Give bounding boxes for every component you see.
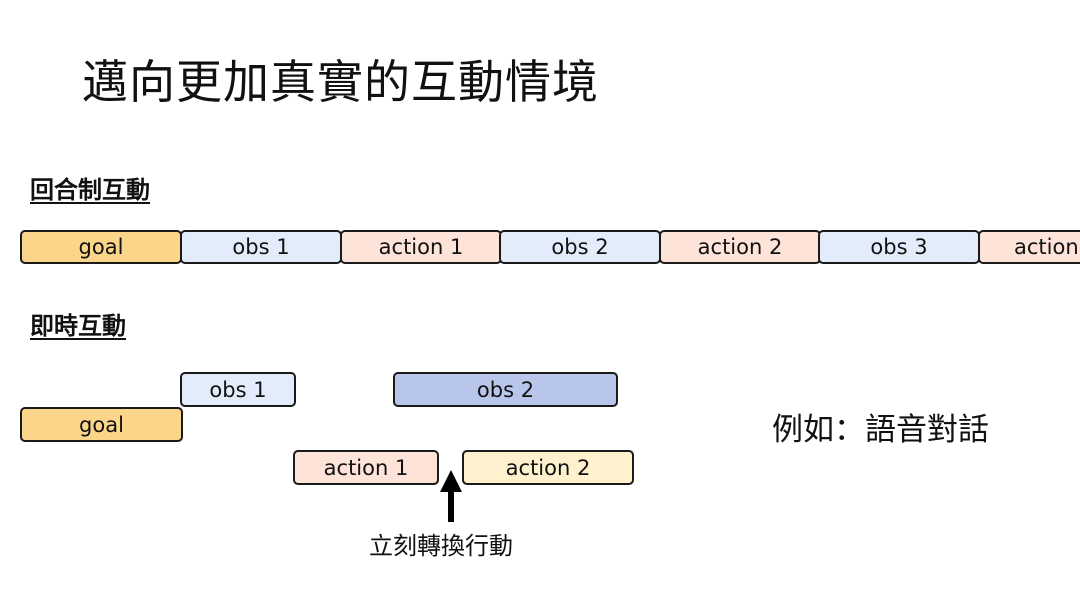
turn-block-label: action bbox=[1014, 235, 1079, 259]
turn-block-label: obs 3 bbox=[870, 235, 928, 259]
turn-block-goal: goal bbox=[20, 230, 182, 264]
arrow-caption: 立刻轉換行動 bbox=[369, 532, 513, 560]
live-block-obs-2: obs 2 bbox=[393, 372, 618, 407]
live-block-action-2: action 2 bbox=[462, 450, 634, 485]
turn-block-label: action 1 bbox=[378, 235, 464, 259]
live-block-label: obs 2 bbox=[476, 377, 535, 402]
live-block-goal: goal bbox=[20, 407, 183, 442]
turn-block-action-2: action 2 bbox=[659, 230, 821, 264]
turn-block-obs-1: obs 1 bbox=[180, 230, 342, 264]
turn-block-label: obs 2 bbox=[551, 235, 609, 259]
turn-block-label: obs 1 bbox=[232, 235, 290, 259]
turn-block-label: goal bbox=[78, 235, 124, 259]
live-block-label: action 1 bbox=[323, 455, 409, 480]
live-block-label: obs 1 bbox=[209, 377, 267, 402]
live-block-label: action 2 bbox=[505, 455, 591, 480]
live-block-obs-1: obs 1 bbox=[180, 372, 296, 407]
example-text: 例如：語音對話 bbox=[772, 412, 989, 448]
live-block-action-1: action 1 bbox=[293, 450, 439, 485]
turn-block-label: action 2 bbox=[697, 235, 783, 259]
arrow-head bbox=[440, 470, 462, 492]
turn-block-obs-2: obs 2 bbox=[499, 230, 661, 264]
turn-block-action-3: action bbox=[978, 230, 1080, 264]
section-label-turn-based: 回合制互動 bbox=[30, 176, 150, 204]
section-label-real-time: 即時互動 bbox=[30, 312, 126, 340]
live-block-label: goal bbox=[79, 412, 124, 437]
turn-block-action-1: action 1 bbox=[340, 230, 502, 264]
turn-block-obs-3: obs 3 bbox=[818, 230, 980, 264]
slide-title: 邁向更加真實的互動情境 bbox=[82, 55, 599, 109]
arrow-stem bbox=[448, 490, 454, 522]
